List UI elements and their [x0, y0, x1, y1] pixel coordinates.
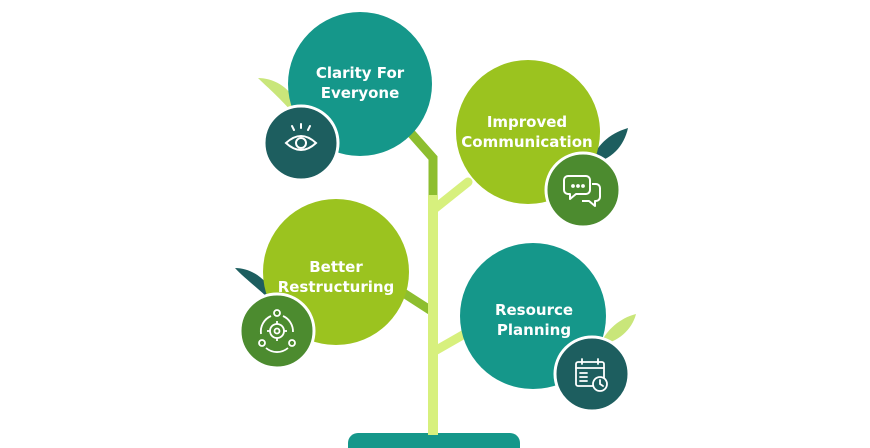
leaf-restructuring [235, 268, 274, 300]
icon-badge-restructuring [238, 292, 316, 370]
tree-pot [348, 433, 520, 448]
icon-badge-resource [553, 335, 631, 413]
leaf-clarity [258, 78, 296, 112]
leaf-communication [590, 128, 628, 164]
icon-badge-clarity [262, 104, 340, 182]
branch-clarity [405, 127, 438, 210]
node-clarity [258, 12, 432, 182]
icon-badge-communication [544, 151, 622, 229]
eye-icon [284, 123, 318, 151]
calendar-clock-icon [575, 358, 608, 392]
branch-resource [428, 327, 473, 357]
node-communication [456, 60, 628, 229]
tree-branches-light [428, 177, 473, 357]
label-restructuring: Better Restructuring [277, 258, 395, 296]
node-restructuring [235, 199, 409, 370]
chat-bubbles-icon [563, 175, 601, 207]
leaf-resource [600, 314, 636, 345]
team-gear-icon [258, 309, 296, 353]
branch-communication [428, 177, 473, 215]
label-clarity: Clarity For Everyone [315, 64, 405, 102]
tree-stem [428, 195, 438, 435]
label-communication: Improved Communication [461, 113, 593, 151]
label-resource: Resource Planning [494, 301, 574, 339]
node-resource [460, 243, 636, 413]
